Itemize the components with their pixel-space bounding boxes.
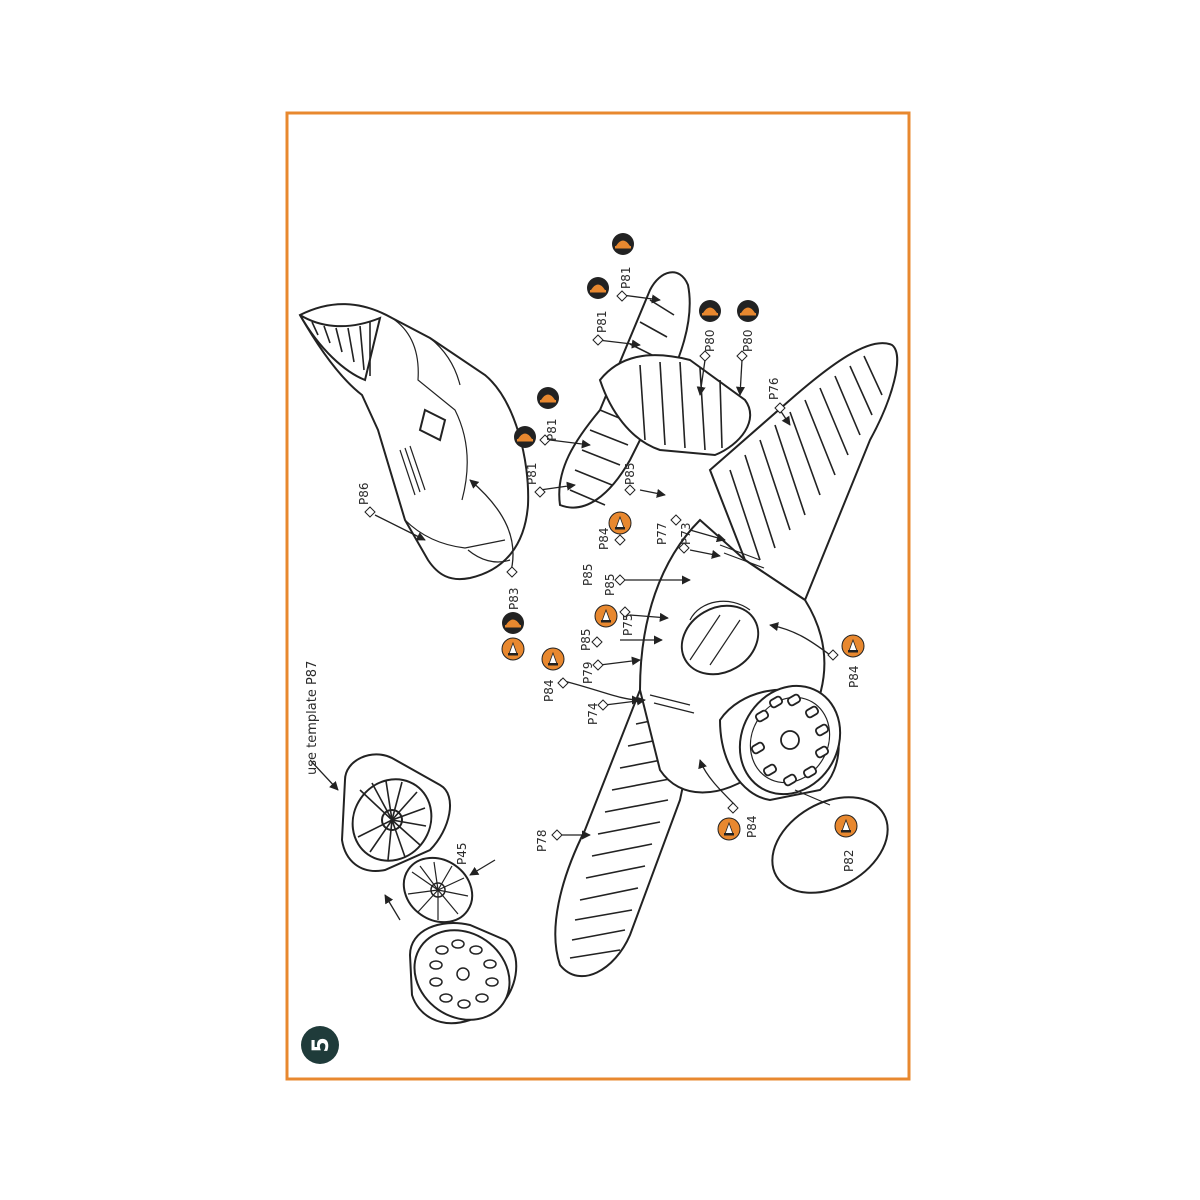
label-p84-b: P84: [542, 679, 556, 702]
paint-helmet-icon: [587, 277, 609, 299]
label-p45: P45: [455, 842, 469, 865]
paint-helmet-icon: [612, 233, 634, 255]
cabane-struts: [649, 544, 765, 714]
glue-drop-icon: [717, 817, 741, 841]
label-p81-a: P81: [525, 462, 539, 485]
label-p82: P82: [842, 849, 856, 872]
glue-drop-icon: [541, 647, 565, 671]
label-p85-b: P85: [581, 563, 595, 586]
label-p86: P86: [357, 482, 371, 505]
label-p77: P77: [655, 522, 669, 545]
label-p80-b: P80: [741, 329, 755, 352]
tail-fin-hatching: [311, 321, 371, 376]
right-wing: [708, 342, 899, 602]
glue-drop-icon: [834, 814, 858, 838]
paint-helmet-icon: [514, 426, 536, 448]
paint-helmet-icon: [502, 612, 524, 634]
label-p81-d: P81: [619, 266, 633, 289]
label-p73: P73: [679, 522, 693, 545]
label-p81-c: P81: [595, 310, 609, 333]
label-p84-c: P84: [745, 815, 759, 838]
label-p75: P75: [621, 613, 635, 636]
elevator: [598, 354, 752, 457]
glue-drop-icon: [608, 511, 632, 535]
main-aircraft-assembly: [364, 271, 899, 978]
glue-drop-icon: [594, 604, 618, 628]
fuselage-assembly: [298, 303, 530, 580]
label-p80-a: P80: [703, 329, 717, 352]
paint-helmet-icon: [699, 300, 721, 322]
label-p74: P74: [586, 702, 600, 725]
label-p76: P76: [767, 377, 781, 400]
glue-drop-icon: [501, 637, 525, 661]
label-p78: P78: [535, 829, 549, 852]
step-badge: 5: [301, 1026, 339, 1064]
engine-cylinders: [357, 780, 427, 861]
label-p85-a: P85: [623, 462, 637, 485]
right-wing-hatching: [729, 355, 883, 561]
label-p83: P83: [507, 587, 521, 610]
template-note: use template P87: [305, 661, 320, 775]
step-frame: [285, 111, 911, 1081]
label-p79: P79: [581, 661, 595, 684]
label-p84-d: P84: [847, 665, 861, 688]
paint-helmet-icon: [537, 387, 559, 409]
part-p82-plate: [771, 796, 889, 894]
step-number: 5: [309, 1037, 334, 1052]
label-p85-c: P85: [603, 573, 617, 596]
part-labels: P86 P83 P81 P81 P81 P81 P80 P80 P76 P85 …: [305, 266, 861, 872]
paint-helmet-icon: [737, 300, 759, 322]
label-p84-a: P84: [597, 527, 611, 550]
label-p81-b: P81: [545, 418, 559, 441]
engine-subassembly: [309, 753, 518, 1025]
glue-drop-icon: [841, 634, 865, 658]
label-p85-d: P85: [579, 628, 593, 651]
